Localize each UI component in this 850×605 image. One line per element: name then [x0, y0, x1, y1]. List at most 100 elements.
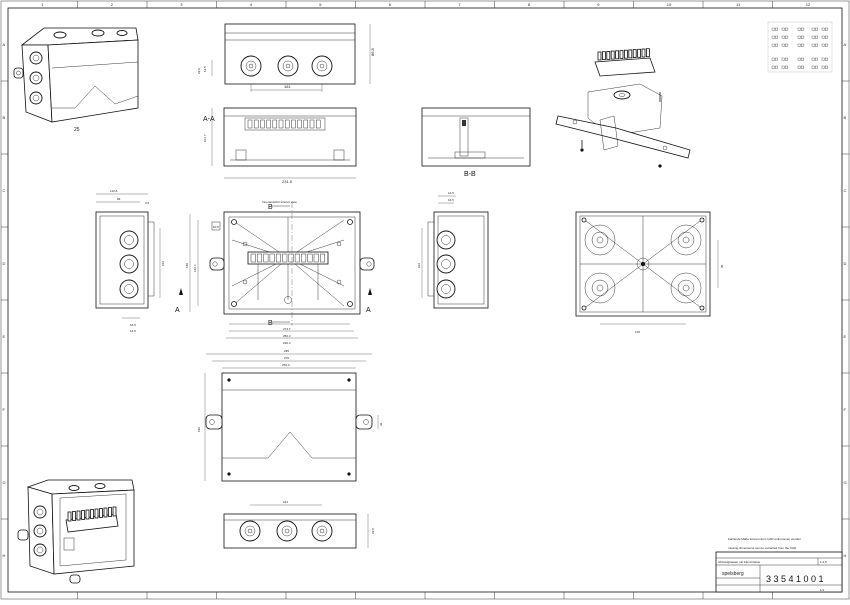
row-label: C — [3, 188, 6, 193]
dim-250-3: 250.3 — [283, 334, 291, 338]
row-label: G — [844, 480, 847, 485]
symbol-mark — [801, 35, 804, 39]
terminal — [637, 48, 641, 58]
terminal — [112, 506, 117, 517]
terminal — [76, 510, 81, 521]
dim-10-5: 10.5 — [213, 225, 219, 229]
row-label: C — [844, 188, 847, 193]
dim-102-left: 102 — [161, 261, 165, 266]
terminal — [315, 119, 321, 129]
symbol-mark — [797, 57, 801, 61]
symbol-mark — [821, 35, 825, 39]
dim-3-6: 3.6 — [145, 201, 150, 205]
dim-295: 295 — [284, 349, 289, 353]
terminal — [303, 119, 309, 129]
symbol-mark — [821, 43, 825, 47]
terminal — [263, 253, 269, 263]
symbol-mark — [785, 43, 788, 47]
rib-line — [642, 217, 705, 265]
symbol-mark — [785, 27, 788, 31]
symbol-mark — [781, 57, 785, 61]
title-logo: spelsberg — [722, 571, 744, 577]
terminal — [85, 509, 90, 520]
dim-102-right: 102 — [417, 263, 421, 268]
symbol-mark — [785, 57, 788, 61]
dim-190: 190 — [197, 427, 201, 432]
row-label: H — [3, 553, 6, 558]
row-label: E — [844, 334, 847, 339]
side-elevation-right: 14.5 16.5 102 — [417, 191, 489, 309]
column-label: 8 — [528, 2, 531, 7]
symbol-mark — [771, 43, 775, 47]
dim-180: 180 — [185, 263, 189, 268]
terminal — [250, 253, 256, 263]
bottom-view: 125 95 — [575, 211, 724, 334]
terminal — [275, 253, 281, 263]
marker-b-top: B — [268, 204, 273, 211]
terminal — [628, 49, 633, 59]
rib-line — [231, 257, 289, 307]
view-scale-label: 25 — [74, 127, 80, 133]
terminal — [266, 119, 271, 129]
symbol-mark — [775, 65, 778, 69]
dim-16-5-right: 16.5 — [448, 198, 454, 202]
dim-236-4: 236.4 — [283, 341, 291, 345]
section-label-aa: A-A — [203, 116, 215, 123]
symbol-mark — [785, 65, 788, 69]
terminal-strip-open-box — [67, 506, 117, 522]
symbol-mark — [775, 57, 778, 61]
column-label: 12 — [806, 2, 811, 7]
title-part-number: 3 3 5 4 1 0 0 1 — [766, 574, 824, 584]
column-label: 5 — [319, 2, 322, 7]
symbol-mark — [815, 65, 818, 69]
dim-12-5: 12.5 — [203, 66, 207, 72]
symbol-mark — [775, 35, 778, 39]
terminal — [624, 49, 628, 59]
symbol-mark — [775, 43, 778, 47]
terminal — [272, 119, 278, 129]
side-elevation-left: 110.8 96 3.6 102 16.5 14.5 — [95, 189, 165, 333]
terminal — [81, 510, 85, 520]
terminal — [646, 48, 650, 58]
terminal — [67, 511, 72, 522]
symbol-mark — [781, 43, 785, 47]
marker-a-right: A — [366, 307, 371, 314]
symbol-mark — [775, 27, 778, 31]
dim-274-7: 274.7 — [283, 327, 291, 331]
note-english: missing dimensions can be extracted from… — [728, 546, 797, 550]
title-description: Abzweigkasten mit Klemmleiste — [718, 560, 761, 564]
row-label: A — [844, 42, 847, 47]
symbol-mark — [821, 27, 825, 31]
symbol-mark — [811, 57, 815, 61]
dim-29-8-bottom: 29.8 — [371, 528, 375, 534]
symbol-mark — [815, 27, 818, 31]
terminal — [99, 508, 103, 518]
symbol-mark — [811, 27, 815, 31]
marker-b-bottom: B — [268, 320, 273, 327]
symbol-mark — [781, 35, 785, 39]
terminal-strip — [250, 253, 326, 263]
interior-plan-view: Innenansicht/ Interior view B B A A 274.… — [175, 200, 375, 345]
terminal-block-iso — [597, 48, 650, 61]
isometric-box-open — [17, 479, 135, 584]
terminal — [90, 509, 94, 519]
symbol-mark — [801, 65, 804, 69]
dim-161-top: 161 — [284, 84, 291, 89]
symbol-mark — [771, 27, 775, 31]
terminal — [320, 253, 326, 263]
terminal — [597, 51, 602, 61]
symbol-mark — [801, 43, 804, 47]
terminal — [94, 508, 99, 519]
column-label: 1 — [41, 2, 44, 7]
symbol-mark — [797, 43, 801, 47]
terminal-symbol-grid — [767, 21, 833, 73]
terminal — [291, 119, 296, 129]
symbol-mark — [801, 57, 804, 61]
column-label: 3 — [180, 2, 183, 7]
front-elevation-top: 161 86.8 12.5 29.8 — [197, 23, 375, 92]
dim-162-4: 162.4 — [193, 264, 197, 272]
symbol-mark — [811, 43, 815, 47]
symbol-mark — [797, 35, 801, 39]
